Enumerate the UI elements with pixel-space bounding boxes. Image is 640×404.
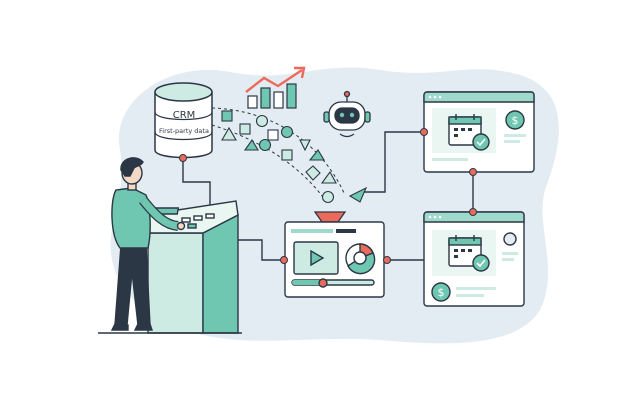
bar-chart-with-rising-arrow-icon — [245, 66, 306, 109]
crm-title: CRM — [173, 110, 196, 121]
robot-icon — [323, 90, 371, 138]
calendar-check-icon — [448, 235, 490, 272]
crm-subtitle: First-party data — [159, 127, 209, 135]
booking-top-output-node — [469, 168, 477, 176]
booking-window-bottom: $ — [423, 211, 525, 307]
calendar-check-icon — [448, 114, 490, 151]
dashboard-output-node — [383, 256, 391, 264]
dollar-icon: $ — [431, 282, 451, 302]
svg-text:$: $ — [512, 114, 519, 127]
connector-lines — [182, 131, 474, 261]
data-flow-arc — [211, 107, 346, 196]
crm-connector-node — [179, 154, 187, 162]
play-icon — [310, 249, 325, 267]
dollar-icon: $ — [505, 110, 525, 130]
analytics-dashboard-window — [284, 221, 385, 298]
booking-top-input-node — [420, 128, 428, 136]
avatar-icon — [503, 232, 517, 246]
booking-bottom-input-node — [469, 208, 477, 216]
person-operator — [110, 157, 186, 331]
dashboard-input-node — [280, 256, 288, 264]
booking-window-top: $ — [423, 91, 535, 173]
svg-text:$: $ — [438, 286, 445, 299]
control-console — [136, 200, 239, 334]
crm-database: CRM First-party data — [154, 82, 213, 159]
flowing-data-shapes — [221, 110, 368, 204]
